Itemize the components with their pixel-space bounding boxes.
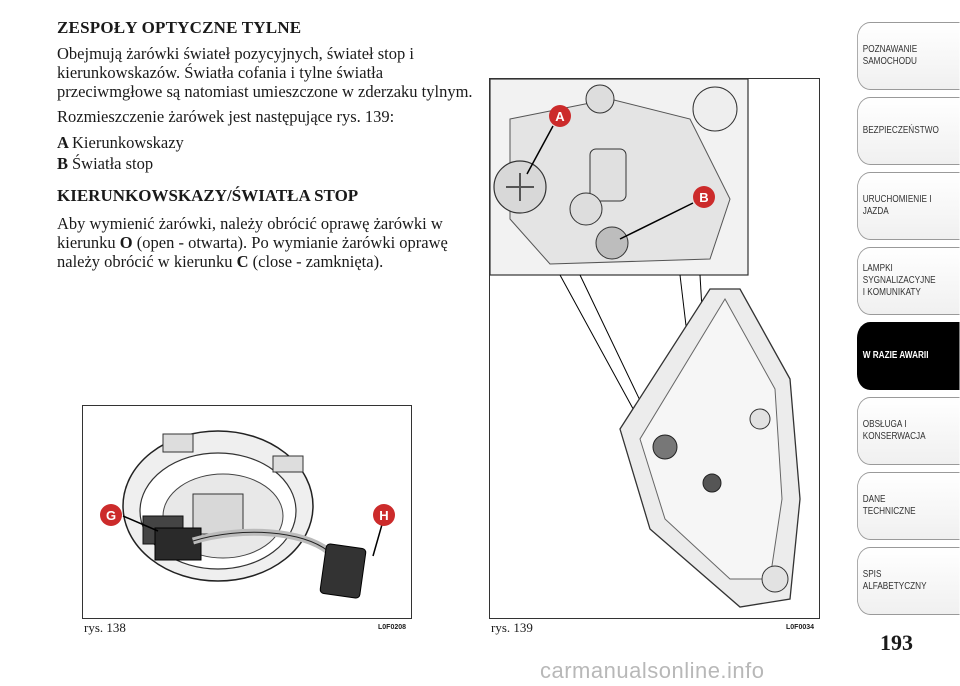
rear-lights-paragraph: Obejmują żarówki świateł pozycyjnych, św… — [57, 44, 473, 101]
tab-w-razie-awarii[interactable]: W RAZIE AWARII — [857, 322, 960, 390]
tab-label: W RAZIE AWARII — [862, 350, 929, 361]
direction-open: O — [119, 233, 133, 252]
tab-spis-alfabetyczny[interactable]: SPIS ALFABETYCZNY — [857, 547, 960, 615]
figure-139-caption: rys. 139 — [491, 620, 533, 635]
figure-139: A B — [489, 78, 820, 619]
figure-138-code: L0F0208 — [378, 624, 407, 631]
legend-key: A — [57, 133, 69, 152]
bulb-holder-illustration: G H — [100, 430, 395, 599]
tab-poznawanie-samochodu[interactable]: POZNAWANIE SAMOCHODU — [857, 22, 960, 90]
figure-label-b: B — [699, 190, 708, 205]
bulb-layout-intro: Rozmieszczenie żarówek jest następujące … — [57, 107, 395, 126]
tab-uruchomienie-i-jazda[interactable]: URUCHOMIENIE I JAZDA — [857, 172, 960, 240]
tab-label: DANE TECHNICZNE — [862, 494, 916, 517]
legend-label: Światła stop — [72, 154, 154, 173]
direction-close: C — [236, 252, 249, 271]
tab-label: URUCHOMIENIE I JAZDA — [862, 194, 932, 217]
tab-label: POZNAWANIE SAMOCHODU — [862, 44, 918, 67]
section-title-rear-lights: ZESPOŁY OPTYCZNE TYLNE — [57, 18, 302, 37]
tab-lampki-sygnalizacyjne[interactable]: LAMPKI SYGNALIZACYJNE I KOMUNIKATY — [857, 247, 960, 315]
tab-label: LAMPKI SYGNALIZACYJNE I KOMUNIKATY — [862, 263, 936, 298]
chapter-tabs: POZNAWANIE SAMOCHODU BEZPIECZEŃSTWO URUC… — [857, 22, 960, 622]
page-number: 193 — [880, 630, 913, 655]
text-column: ZESPOŁY OPTYCZNE TYLNE Obejmują żarówki … — [57, 18, 477, 277]
legend-key: B — [57, 154, 69, 173]
text-part: (close - zamknięta). — [248, 252, 384, 271]
tab-label: SPIS ALFABETYCZNY — [862, 569, 927, 592]
figure-139-code: L0F0034 — [786, 624, 815, 631]
section-title-indicators: KIERUNKOWSKAZY/ŚWIATŁA STOP — [57, 186, 359, 205]
text-part: (open - otwarta). Po wymianie żarówki op… — [57, 233, 448, 271]
text-part: Aby wymienić żarówki, należy obrócić opr… — [57, 214, 443, 252]
watermark: carmanualsonline.info — [540, 658, 765, 683]
figure-label-a: A — [555, 109, 565, 124]
legend-label: Kierunkowskazy — [72, 133, 184, 152]
indicators-paragraph: Aby wymienić żarówki, należy obrócić opr… — [57, 214, 477, 271]
figure-label-h: H — [379, 508, 388, 523]
tab-bezpieczenstwo[interactable]: BEZPIECZEŃSTWO — [857, 97, 960, 165]
figure-label-g: G — [106, 508, 116, 523]
tab-label: OBSŁUGA I KONSERWACJA — [862, 419, 926, 442]
rear-lamp-illustration: A B — [489, 78, 801, 608]
tab-label: BEZPIECZEŃSTWO — [862, 125, 939, 136]
tab-obsluga-i-konserwacja[interactable]: OBSŁUGA I KONSERWACJA — [857, 397, 960, 465]
figure-138-caption: rys. 138 — [84, 620, 126, 635]
figure-138: G H — [82, 405, 412, 619]
tab-dane-techniczne[interactable]: DANE TECHNICZNE — [857, 472, 960, 540]
